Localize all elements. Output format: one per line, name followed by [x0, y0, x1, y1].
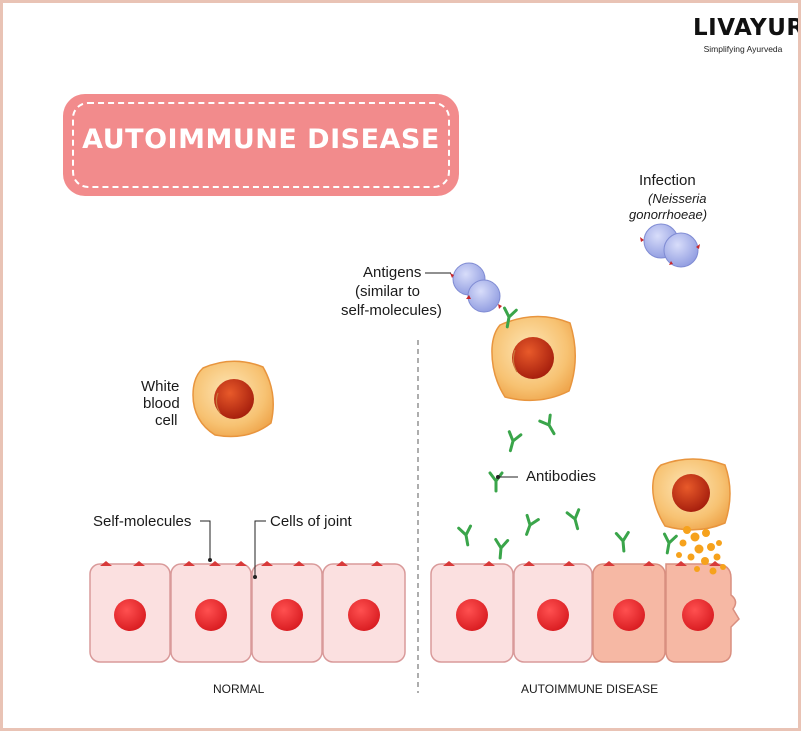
leader-dots — [208, 475, 500, 579]
brand-logo: LIVAYUR — [693, 15, 801, 41]
antibodies — [457, 306, 678, 560]
label-infection-species-1: (Neisseria — [648, 191, 707, 206]
autoimmune-joint-cells — [430, 561, 740, 663]
released-granules — [676, 526, 726, 575]
white-blood-cell-attacking — [652, 458, 731, 531]
damaged-joint-cell — [592, 563, 666, 663]
joint-cell — [89, 563, 171, 663]
white-blood-cell — [491, 315, 576, 402]
white-blood-cell — [192, 360, 274, 438]
label-white-blood-cell-2: blood — [143, 395, 180, 412]
label-leaders — [200, 272, 518, 577]
label-cells-of-joint: Cells of joint — [270, 513, 352, 530]
normal-joint-cells — [89, 561, 406, 663]
antigen-bacterium — [450, 262, 502, 313]
label-white-blood-cell-1: White — [141, 378, 180, 395]
label-infection: Infection — [639, 172, 696, 189]
joint-cell — [322, 563, 406, 663]
joint-cell — [251, 563, 323, 663]
label-antigens: Antigens — [363, 264, 422, 281]
joint-cell — [170, 563, 252, 663]
infection-bacterium — [640, 223, 700, 268]
diagram-canvas — [89, 223, 740, 693]
title-banner-border — [72, 102, 450, 188]
damaged-joint-cell — [665, 563, 740, 663]
title-banner: AUTOIMMUNE DISEASE — [63, 94, 459, 196]
label-antigens-3: self-molecules) — [341, 302, 442, 319]
label-antigens-2: (similar to — [355, 283, 421, 300]
label-antibodies: Antibodies — [526, 468, 597, 485]
brand-tagline: Simplifying Ayurveda — [703, 44, 783, 54]
label-white-blood-cell-3: cell — [155, 412, 178, 429]
joint-cell — [513, 563, 593, 663]
page-title: AUTOIMMUNE DISEASE — [82, 124, 440, 155]
self-molecule-markers — [443, 561, 721, 566]
label-self-molecules: Self-molecules — [93, 513, 192, 530]
label-autoimmune-section: AUTOIMMUNE DISEASE — [521, 682, 659, 696]
self-molecule-markers — [100, 561, 383, 566]
joint-cell — [430, 563, 514, 663]
label-infection-species-2: gonorrhoeae) — [629, 207, 708, 222]
label-normal-section: NORMAL — [213, 682, 265, 696]
